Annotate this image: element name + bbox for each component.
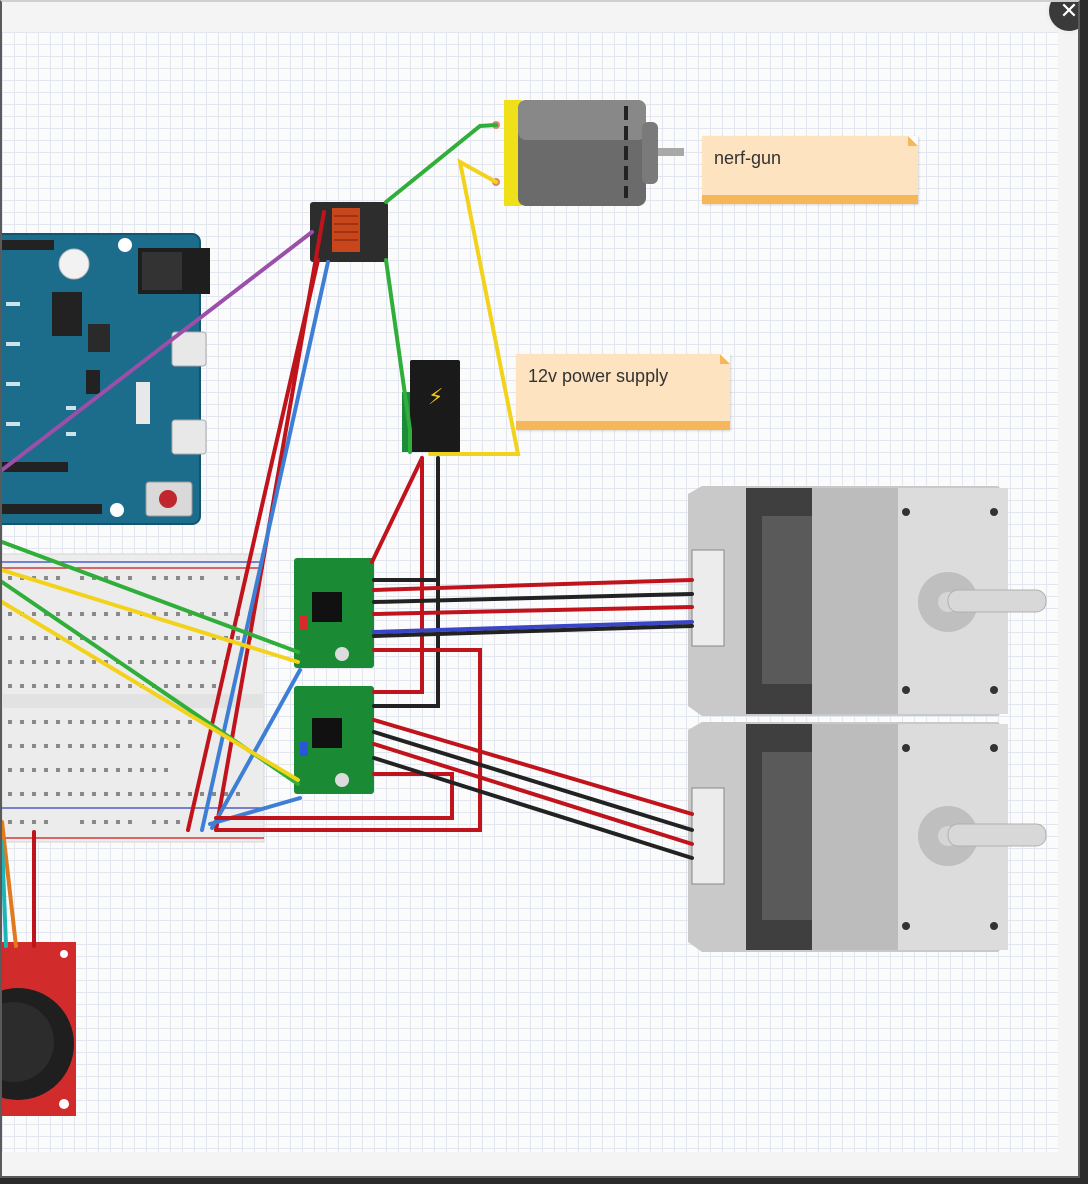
stepper-driver-top[interactable] — [294, 558, 374, 668]
dc-motor[interactable] — [492, 100, 684, 206]
wires — [2, 123, 694, 948]
joystick-module[interactable] — [2, 942, 76, 1116]
breadboard[interactable] — [2, 553, 265, 843]
note-label: 12v power supply — [528, 366, 669, 386]
breadboard-canvas[interactable]: ⚡ — [2, 32, 1058, 1152]
close-icon[interactable]: ✕ — [1046, 2, 1078, 34]
relay-module[interactable] — [310, 202, 388, 262]
circuit-drawing: ⚡ — [2, 100, 1047, 1116]
stepper-motor-bottom[interactable] — [688, 722, 1047, 952]
note-power-supply[interactable]: 12v power supply — [516, 354, 730, 430]
stepper-driver-bottom[interactable] — [294, 686, 374, 794]
power-jack[interactable]: ⚡ — [402, 360, 460, 452]
stepper-motor-top[interactable] — [688, 486, 1047, 716]
svg-text:⚡: ⚡ — [428, 385, 443, 410]
note-label: nerf-gun — [714, 148, 782, 168]
arduino-board[interactable] — [2, 233, 210, 525]
note-nerf-gun[interactable]: nerf-gun — [702, 136, 918, 204]
